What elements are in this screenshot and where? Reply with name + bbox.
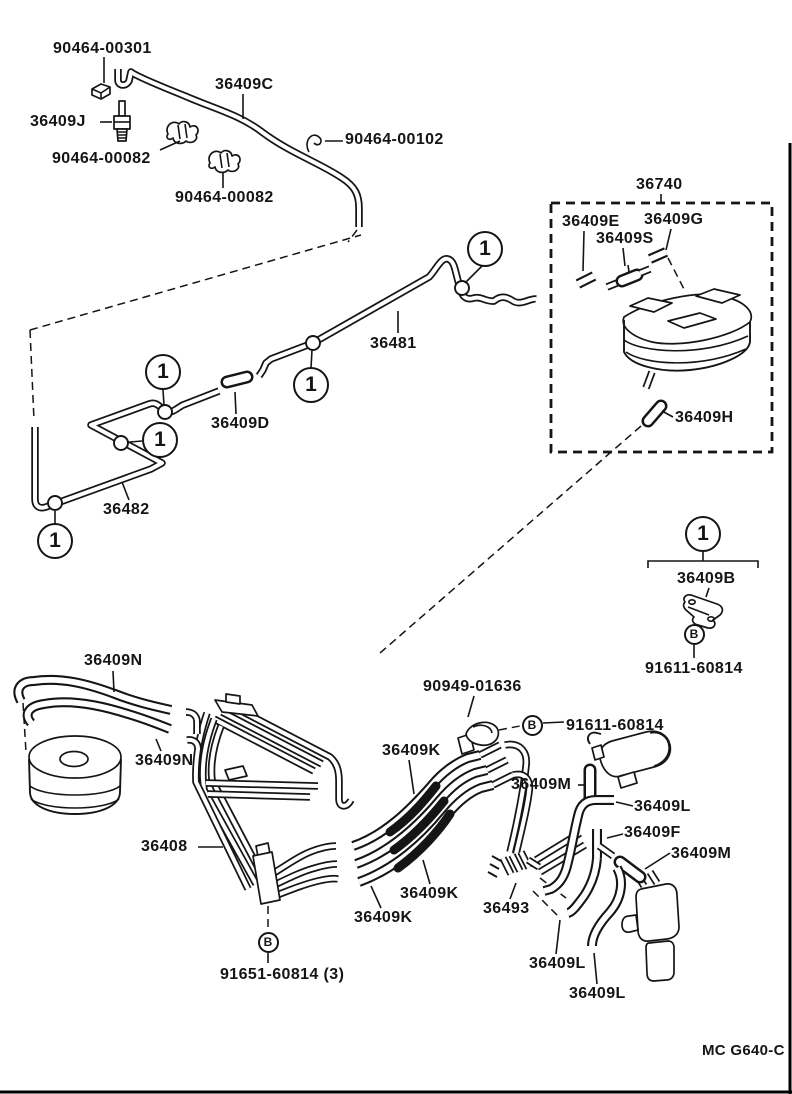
- part-label-36409b: 36409B: [677, 570, 736, 587]
- guide-dashes: [22, 229, 642, 930]
- part-label-90464-00301: 90464-00301: [53, 40, 152, 57]
- clip-90464-00301: [91, 83, 111, 100]
- part-label-90949-01636: 90949-01636: [423, 678, 522, 695]
- part-label-36409h: 36409H: [675, 409, 734, 426]
- part-label-36409c: 36409C: [215, 76, 274, 93]
- part-label-36408: 36408: [141, 838, 188, 855]
- part-label-91611-60814: 91611-60814: [645, 660, 743, 677]
- hoses-36409k: [351, 740, 534, 887]
- part-label-36409l: 36409L: [529, 955, 586, 972]
- vsv-valve-2: [621, 869, 680, 982]
- part-label-36409k: 36409K: [354, 909, 413, 926]
- valve-36409j: [113, 100, 131, 142]
- callout-number-marker: 1: [145, 354, 181, 390]
- callout-letter-marker: B: [257, 931, 279, 953]
- part-label-91611-60814: 91611-60814: [566, 717, 664, 734]
- part-label-90464-00082: 90464-00082: [175, 189, 274, 206]
- callout-number-marker: 1: [467, 231, 503, 267]
- tube-36409d: [220, 370, 254, 389]
- clip-90464-00082-first: [166, 120, 199, 145]
- vsv-valve-1: [587, 730, 672, 789]
- part-label-36409d: 36409D: [211, 415, 270, 432]
- callout-number-marker: 1: [685, 516, 721, 552]
- pipe-36482: [31, 387, 221, 512]
- hoses-36409l: [542, 795, 627, 947]
- part-label-36481: 36481: [370, 335, 417, 352]
- part-label-36409k: 36409K: [400, 885, 459, 902]
- part-label-36409g: 36409G: [644, 211, 704, 228]
- valve-36409s: [605, 264, 652, 291]
- part-label-36409j: 36409J: [30, 113, 86, 130]
- part-label-36409n: 36409N: [135, 752, 194, 769]
- pipe-36409c: [114, 68, 363, 227]
- page-border: [0, 143, 792, 1094]
- leader-lines: [54, 57, 710, 985]
- tube-36409h: [641, 399, 668, 428]
- callout-letter-marker: B: [683, 623, 705, 645]
- part-label-90464-00102: 90464-00102: [345, 131, 444, 148]
- tee-36409f: [592, 829, 616, 860]
- callout-letter-marker: B: [521, 714, 543, 736]
- part-label-90464-00082: 90464-00082: [52, 150, 151, 167]
- part-label-36409l: 36409L: [634, 798, 691, 815]
- hook-90464-00102: [306, 134, 322, 153]
- part-label-36409m: 36409M: [511, 776, 572, 793]
- part-label-36409f: 36409F: [624, 824, 681, 841]
- pipe-bundle-36408: [185, 693, 355, 905]
- callout-number-marker: 1: [293, 367, 329, 403]
- tube-36409e: [575, 271, 597, 289]
- part-label-36409k: 36409K: [382, 742, 441, 759]
- part-label-36409e: 36409E: [562, 213, 620, 230]
- tubes-36409m: [583, 763, 647, 884]
- part-label-36493: 36493: [483, 900, 530, 917]
- part-label-36409l: 36409L: [569, 985, 626, 1002]
- legend-36409b: [647, 552, 759, 633]
- pipe-36481: [255, 255, 537, 379]
- hoses-36409n: [13, 674, 173, 734]
- canister: [28, 735, 122, 815]
- part-label-36409s: 36409S: [596, 230, 654, 247]
- part-label-91651-60814-3-: 91651-60814 (3): [220, 966, 345, 983]
- vapor-tank: [622, 288, 753, 390]
- clip-90464-00082-second: [208, 149, 241, 174]
- part-label-36740: 36740: [636, 176, 683, 193]
- callout-number-marker: 1: [37, 523, 73, 559]
- valve-36493: [487, 829, 587, 878]
- bracket-90949-01636: [457, 721, 500, 755]
- part-label-36409n: 36409N: [84, 652, 143, 669]
- part-label-36409m: 36409M: [671, 845, 732, 862]
- catalog-code: MC G640-C: [702, 1042, 785, 1059]
- callout-number-marker: 1: [142, 422, 178, 458]
- pipe-clamps: [47, 280, 470, 511]
- tube-36409g: [647, 247, 669, 264]
- part-label-36482: 36482: [103, 501, 150, 518]
